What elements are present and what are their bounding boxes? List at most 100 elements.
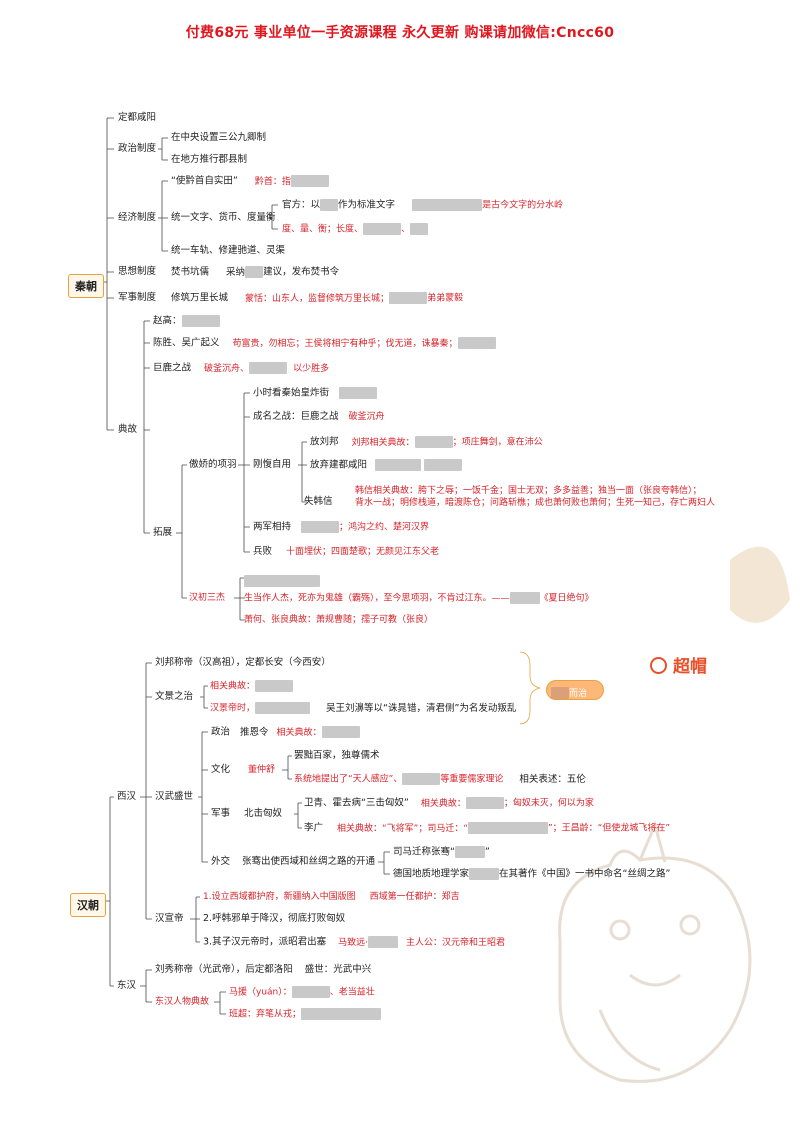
deguo-text: 德国地质地理学家: [393, 868, 470, 880]
economy-item-land-note: 黔首：指: [254, 176, 291, 187]
wenjing-note-1-text: 相关典故：: [210, 681, 256, 692]
brand-logo-icon: [650, 657, 667, 674]
redacted-block: [339, 387, 378, 399]
military-item: 修筑万里长城 蒙恬：山东人，监督修筑万里长城；弟弟蒙毅: [171, 292, 463, 305]
mayuan: 马援（yuán）：、老当益壮: [229, 986, 375, 999]
weiqing: 卫青、霍去病“三击匈奴”相关典故：；匈奴未灭，何以为家: [304, 797, 594, 810]
thought-adopt2: 建议，发布焚书令: [263, 266, 340, 278]
redacted-block: [301, 1008, 382, 1020]
liguang-text: 李广: [304, 822, 324, 834]
sima: 司马迁称张骞“ ”: [393, 846, 490, 859]
redacted-block: [468, 822, 549, 834]
zhengzhi: 政治推恩令相关典故：: [211, 726, 360, 739]
military-item-text: 修筑万里长城: [171, 292, 229, 304]
economy-official-note: 是古今文字的分水岭: [482, 200, 564, 211]
xuan-3-note2: 主人公：汉元帝和王昭君: [405, 937, 505, 948]
deguo: 德国地质地理学家 在其著作《中国》一书中命名“丝绸之路”: [393, 868, 670, 881]
xuan-1-note: 西域第一任都护：郑吉: [369, 892, 460, 902]
politics-label: 政治制度: [118, 143, 157, 154]
xuan-2: 2.呼韩邪单于降汉，彻底打败匈奴: [203, 913, 346, 924]
fangqi-text: 放弃建都咸阳: [310, 459, 368, 471]
redacted-block: [320, 199, 339, 211]
redacted-block: [363, 223, 402, 235]
xuan-3-note: 马致远·: [338, 937, 368, 948]
sima-text2: ”: [484, 846, 490, 858]
economy-label: 经济制度: [118, 212, 157, 223]
redacted-block: [249, 362, 288, 374]
beiji: 北击匈奴: [244, 808, 283, 819]
dong-zhongshu: 董仲舒: [248, 765, 276, 775]
economy-item-land-text: “使黔首自实田”: [171, 175, 238, 187]
liguang-note: 相关典故：“飞将军”；司马迁：“: [337, 823, 469, 834]
fangliubang-note: 刘邦相关典故：: [351, 437, 415, 448]
liguang: 李广 相关典故：“飞将军”；司马迁：“ ”；王昌龄：“但使龙城飞将在”: [304, 822, 670, 835]
brand-name: 超帽: [673, 657, 707, 677]
redacted-block: [181, 315, 220, 327]
chengming: 成名之战：巨鹿之战破釜沉舟: [253, 411, 385, 423]
thought-item: 焚书坑儒 采纳建议，发布焚书令: [171, 266, 339, 279]
hanxuan-label: 汉宣帝: [155, 913, 184, 924]
mascot-hoof-icon: [730, 546, 790, 623]
chensheng-note: 苟富贵，勿相忘；王侯将相宁有种乎；伐无道，诛暴秦；: [232, 338, 458, 349]
julu-text: 巨鹿之战: [153, 362, 192, 374]
xuan-3-text: 3.其子汉元帝时，派昭君出塞: [203, 936, 327, 948]
xuan-3: 3.其子汉元帝时，派昭君出塞马致远· 主人公：汉元帝和王昭君: [203, 936, 505, 949]
wenhua-label: 文化: [211, 764, 231, 775]
xuan-1-text: 1.设立西域都护府，新疆纳入中国版图: [203, 892, 356, 902]
qin-capital: 定都咸阳: [118, 112, 157, 123]
shihanxin-label: 失韩信: [304, 496, 333, 507]
thought-adopt: 采纳: [226, 266, 246, 278]
redacted-block: [402, 773, 441, 785]
dianguo-label: 典故: [118, 424, 138, 435]
chensheng: 陈胜、吴广起义 苟富贵，勿相忘；王侯将相宁有种乎；伐无道，诛暴秦；: [153, 337, 496, 350]
hanchu-note-1: 生当作人杰，死亦为鬼雄（霸殇），至今思项羽，不肯过江东。——《夏日绝句》: [244, 592, 594, 605]
chensheng-text: 陈胜、吴广起义: [153, 337, 220, 349]
hanchu-note-1b: 《夏日绝句》: [539, 593, 594, 604]
sima-text: 司马迁称张骞“: [393, 846, 455, 858]
zhaogao: 赵高：: [153, 315, 220, 328]
redacted-block: [367, 936, 398, 948]
wenjing-note-2-text: 汉景帝时，: [210, 703, 256, 714]
side-pill-label: 而治: [569, 689, 588, 699]
liguang-note2: ”；王昌龄：“但使龙城飞将在”: [548, 823, 671, 834]
redacted-block: [301, 521, 340, 533]
fangliubang-text: 放刘邦: [310, 436, 339, 448]
mascot-watermark: [558, 820, 752, 1083]
wenjing-note-2: 汉景帝时，吴王刘濞等以“诛晁错，清君侧”为名发动叛乱: [210, 702, 516, 715]
julu: 巨鹿之战 破釜沉舟、以少胜多: [153, 362, 329, 375]
liuxiu: 刘秀称帝（光武帝），后定都洛阳盛世：光武中兴: [155, 964, 371, 976]
redacted-block: [424, 459, 463, 471]
bingbai-note: 十面埋伏；四面楚歌；无颜见江东父老: [286, 547, 440, 557]
redacted-block: [465, 797, 504, 809]
economy-unify: 统一文字、货币、度量衡: [171, 212, 276, 223]
xihan-label: 西汉: [117, 791, 137, 802]
deguo-text2: 在其著作《中国》一书中命名“丝绸之路”: [499, 868, 671, 880]
liuxiu-text: 刘秀称帝（光武帝），后定都洛阳: [155, 964, 293, 975]
economy-item-land: “使黔首自实田” 黔首：指: [171, 175, 329, 188]
donghan-label: 东汉: [117, 980, 137, 991]
donghan-people-label: 东汉人物典故: [155, 997, 210, 1007]
politics-item: 在中央设置三公九卿制: [171, 132, 267, 143]
julu-note: 破釜沉舟、: [204, 363, 250, 374]
chengming-text: 成名之战：巨鹿之战: [253, 411, 339, 422]
xiaoshi: 小时看秦始皇炸街: [253, 387, 378, 400]
waijiao-label: 外交: [211, 856, 231, 867]
banchao: 班超：弃笔从戎；: [229, 1008, 382, 1021]
redacted-block: [291, 986, 330, 998]
shengshi: 盛世：光武中兴: [304, 964, 372, 975]
economy-measures-text: 度、量、衡；长度、: [282, 224, 364, 235]
xiaoshi-text: 小时看秦始皇炸街: [253, 387, 330, 399]
redacted-block: [255, 680, 294, 692]
economy-official: 官方：以作为标准文字 是古今文字的分水岭: [282, 199, 563, 212]
hanwu-label: 汉武盛世: [155, 791, 194, 802]
hanchu-label: 汉初三杰: [189, 593, 226, 603]
redacted-block: [457, 337, 496, 349]
xitong: 系统地提出了“天人感应”、等重要儒家理论相关表述：五伦: [294, 773, 586, 786]
root-node-han: 汉朝: [70, 893, 106, 917]
politics-item: 在地方推行郡县制: [171, 154, 248, 165]
chengming-note: 破釜沉舟: [348, 412, 385, 422]
military-note: 蒙恬：山东人，监督修筑万里长城；: [245, 293, 390, 304]
weiqing-note2: ；匈奴未灭，何以为家: [503, 798, 594, 809]
side-pill: 而治: [546, 680, 604, 700]
